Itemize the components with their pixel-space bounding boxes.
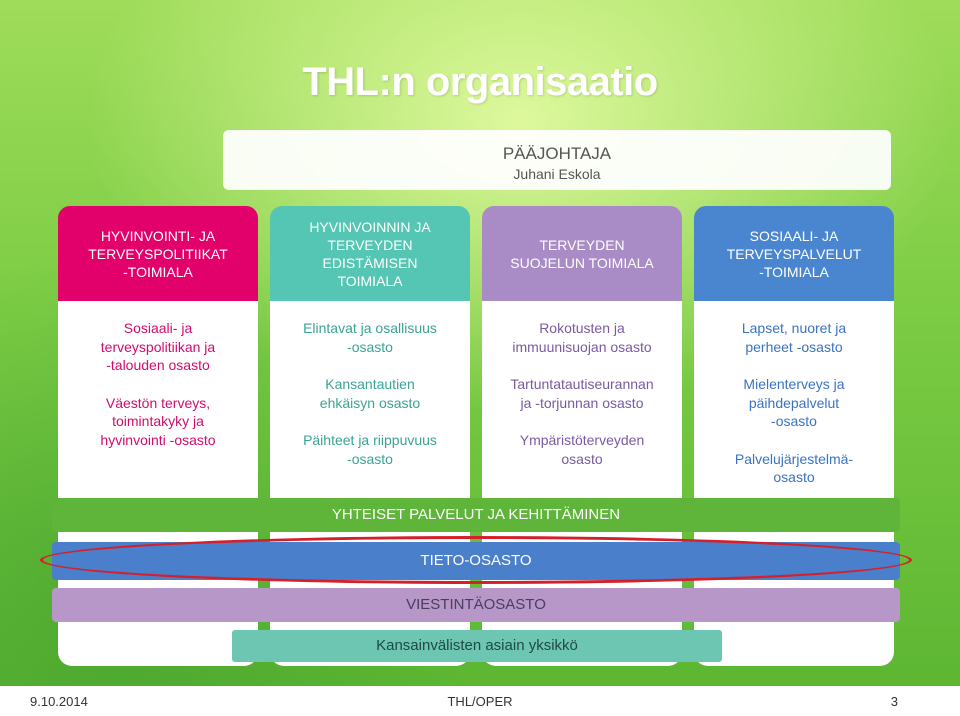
footer-org: THL/OPER xyxy=(447,694,513,709)
department-units: Sosiaali- ja terveyspolitiikan ja -talou… xyxy=(58,319,258,468)
international-unit-band: Kansainvälisten asiain yksikkö xyxy=(232,630,722,662)
shared-services-band: YHTEISET PALVELUT JA KEHITTÄMINEN xyxy=(52,498,900,532)
department-units: Lapset, nuoret ja perheet -osasto Mielen… xyxy=(694,319,894,506)
department-heading: HYVINVOINNIN JA TERVEYDEN EDISTÄMISEN TO… xyxy=(270,206,470,301)
director-box: PÄÄJOHTAJA Juhani Eskola xyxy=(223,130,891,190)
slide-footer: 9.10.2014 THL/OPER 3 xyxy=(0,686,960,716)
department-units: Elintavat ja osallisuus -osasto Kansanta… xyxy=(270,319,470,487)
unit-item: Lapset, nuoret ja perheet -osasto xyxy=(741,320,847,355)
unit-item: Tartuntatautiseurannan ja -torjunnan osa… xyxy=(510,376,654,411)
unit-item: Väestön terveys, toimintakyky ja hyvinvo… xyxy=(100,394,216,448)
page-number: 3 xyxy=(890,694,898,709)
department-heading: HYVINVOINTI- JA TERVEYSPOLITIIKAT -TOIMI… xyxy=(58,206,258,301)
slide-title: THL:n organisaatio xyxy=(302,60,658,104)
department-heading: TERVEYDEN SUOJELUN TOIMIALA xyxy=(482,206,682,301)
department-units: Rokotusten ja immuunisuojan osasto Tartu… xyxy=(482,319,682,487)
viestintaosasto-band: VIESTINTÄOSASTO xyxy=(52,588,900,622)
unit-item: Kansantautien ehkäisyn osasto xyxy=(319,376,421,411)
director-name: Juhani Eskola xyxy=(513,166,601,182)
department-heading: SOSIAALI- JA TERVEYSPALVELUT -TOIMIALA xyxy=(694,206,894,301)
unit-item: Sosiaali- ja terveyspolitiikan ja -talou… xyxy=(100,320,216,373)
director-role: PÄÄJOHTAJA xyxy=(502,144,612,163)
unit-item: Mielenterveys ja päihdepalvelut -osasto xyxy=(743,376,845,429)
unit-item: Elintavat ja osallisuus -osasto xyxy=(303,320,437,355)
footer-date: 9.10.2014 xyxy=(30,694,88,709)
unit-item: Päihteet ja riippuvuus -osasto xyxy=(303,432,437,467)
highlight-ellipse xyxy=(40,536,912,584)
unit-item: Rokotusten ja immuunisuojan osasto xyxy=(512,320,652,355)
unit-item: Palvelujärjestelmä- osasto xyxy=(734,450,854,486)
unit-item: Ympäristöterveyden osasto xyxy=(519,432,645,467)
